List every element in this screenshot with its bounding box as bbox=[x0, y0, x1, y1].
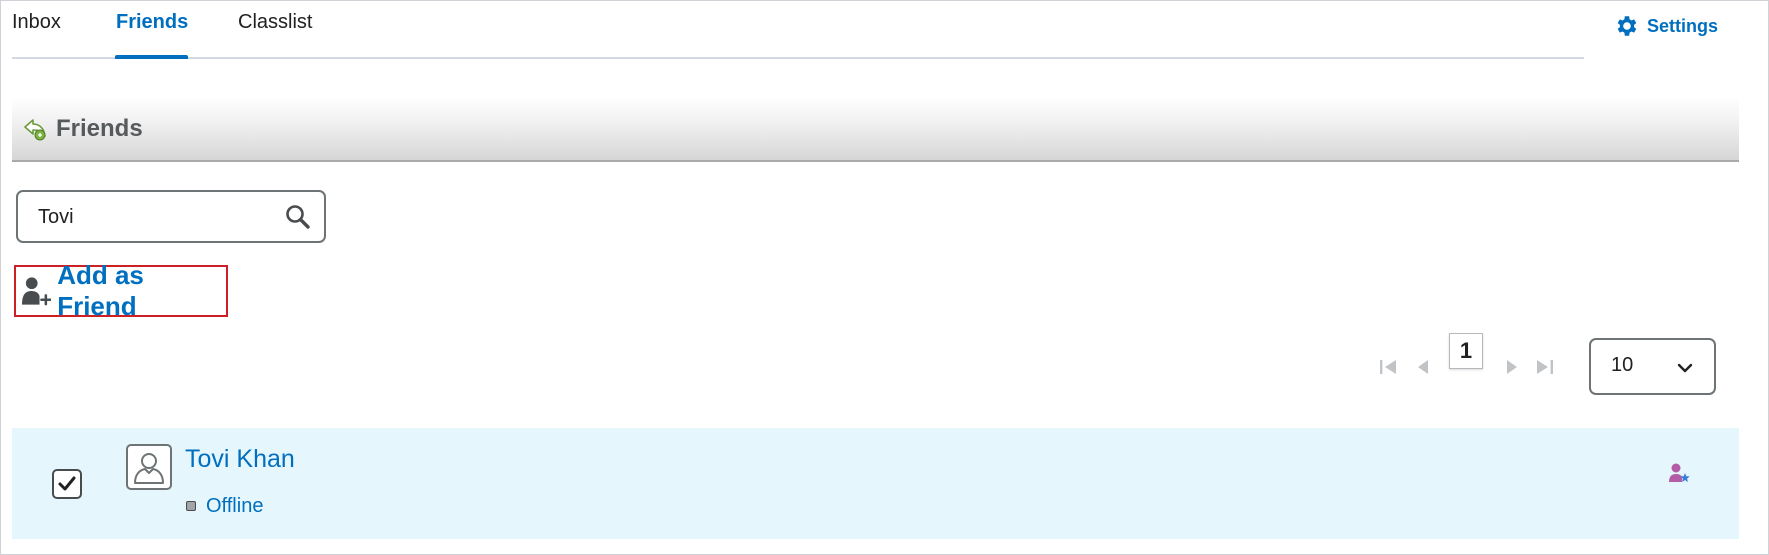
search-field bbox=[16, 190, 326, 243]
active-tab-indicator bbox=[115, 55, 188, 59]
pagination: 1 bbox=[1379, 333, 1559, 377]
add-user-icon bbox=[22, 277, 52, 306]
first-page-icon[interactable] bbox=[1379, 359, 1399, 375]
add-as-friend-label: Add as Friend bbox=[57, 260, 144, 321]
user-star-icon[interactable] bbox=[1667, 461, 1691, 485]
back-arrow-icon[interactable] bbox=[23, 116, 49, 142]
search-icon[interactable] bbox=[284, 203, 312, 231]
checkmark-icon bbox=[58, 476, 76, 491]
avatar bbox=[126, 444, 172, 490]
gear-icon bbox=[1617, 16, 1637, 36]
tab-friends[interactable]: Friends bbox=[116, 11, 189, 33]
previous-page-icon[interactable] bbox=[1416, 359, 1430, 375]
user-name-link[interactable]: Tovi Khan bbox=[185, 445, 295, 473]
widget-title: Friends bbox=[56, 114, 143, 142]
friends-widget-header: Friends bbox=[12, 97, 1739, 162]
settings-label: Settings bbox=[1647, 15, 1719, 36]
list-item: Tovi Khan Offline bbox=[12, 428, 1739, 539]
next-page-icon[interactable] bbox=[1505, 359, 1519, 375]
user-status[interactable]: Offline bbox=[206, 495, 264, 517]
row-checkbox[interactable] bbox=[52, 469, 82, 499]
settings-link[interactable]: Settings bbox=[1613, 13, 1718, 39]
tab-inbox[interactable]: Inbox bbox=[12, 11, 61, 33]
tab-classlist[interactable]: Classlist bbox=[238, 11, 313, 33]
user-silhouette-icon bbox=[134, 453, 164, 484]
status-indicator-icon bbox=[186, 501, 196, 511]
tab-bar: Inbox Friends Classlist bbox=[12, 1, 1584, 59]
search-input[interactable] bbox=[38, 204, 278, 230]
chevron-down-icon bbox=[1677, 363, 1693, 373]
current-page-number[interactable]: 1 bbox=[1449, 333, 1483, 369]
add-as-friend-button[interactable]: Add as Friend bbox=[14, 260, 228, 321]
page-size-select[interactable]: 10 bbox=[1589, 338, 1716, 395]
last-page-icon[interactable] bbox=[1534, 359, 1554, 375]
page-size-value: 10 bbox=[1611, 354, 1634, 376]
